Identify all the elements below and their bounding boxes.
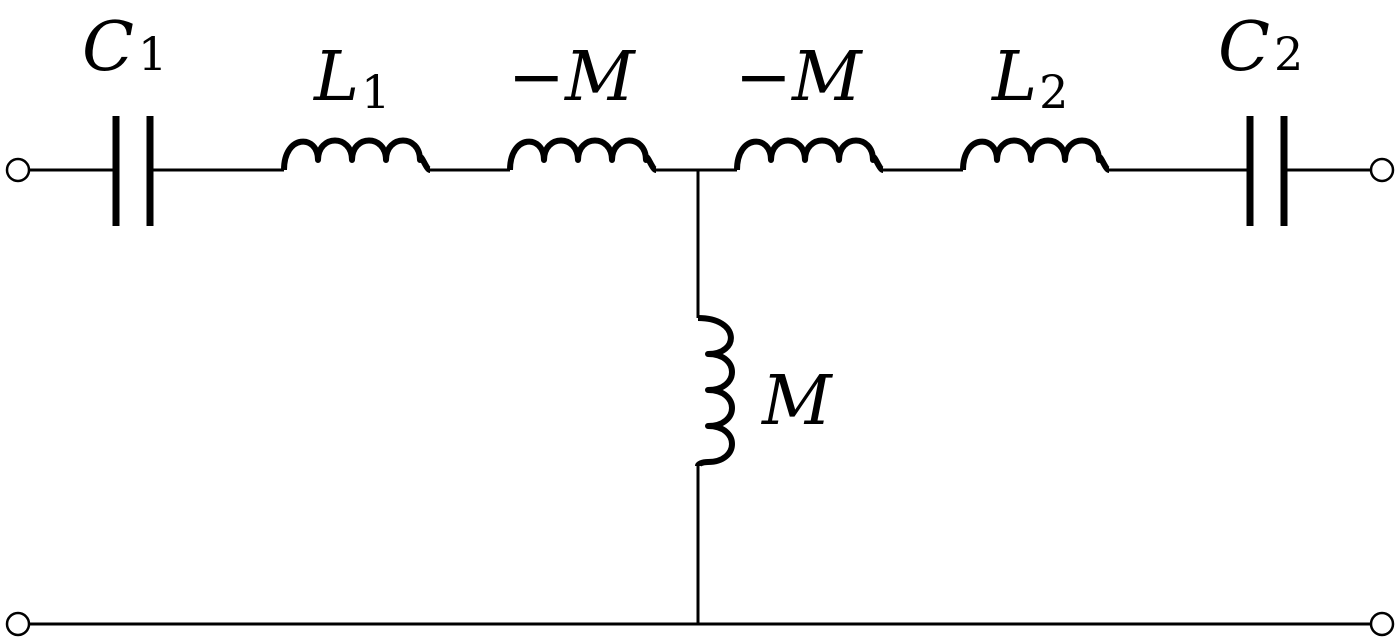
terminal-output-bottom — [1369, 611, 1395, 637]
label-neg-m-right: −M — [735, 38, 864, 117]
label-l2: L2 — [990, 38, 1068, 119]
label-l1: L1 — [312, 38, 390, 119]
capacitor-c2 — [1246, 116, 1288, 226]
capacitor-c1 — [112, 116, 154, 226]
label-m-shunt: M — [760, 362, 834, 441]
inductor-l1 — [281, 137, 432, 173]
inductor-l2 — [960, 137, 1111, 173]
terminal-input-bottom — [5, 611, 31, 637]
inductor-neg-m-right — [734, 137, 885, 173]
label-c2: C2 — [1218, 8, 1303, 87]
label-neg-m-left: −M — [508, 38, 637, 117]
label-c1: C1 — [82, 8, 167, 87]
inductor-m-shunt — [695, 315, 735, 468]
inductor-neg-m-left — [507, 137, 658, 173]
terminal-input-top — [5, 157, 31, 183]
terminal-output-top — [1369, 157, 1395, 183]
